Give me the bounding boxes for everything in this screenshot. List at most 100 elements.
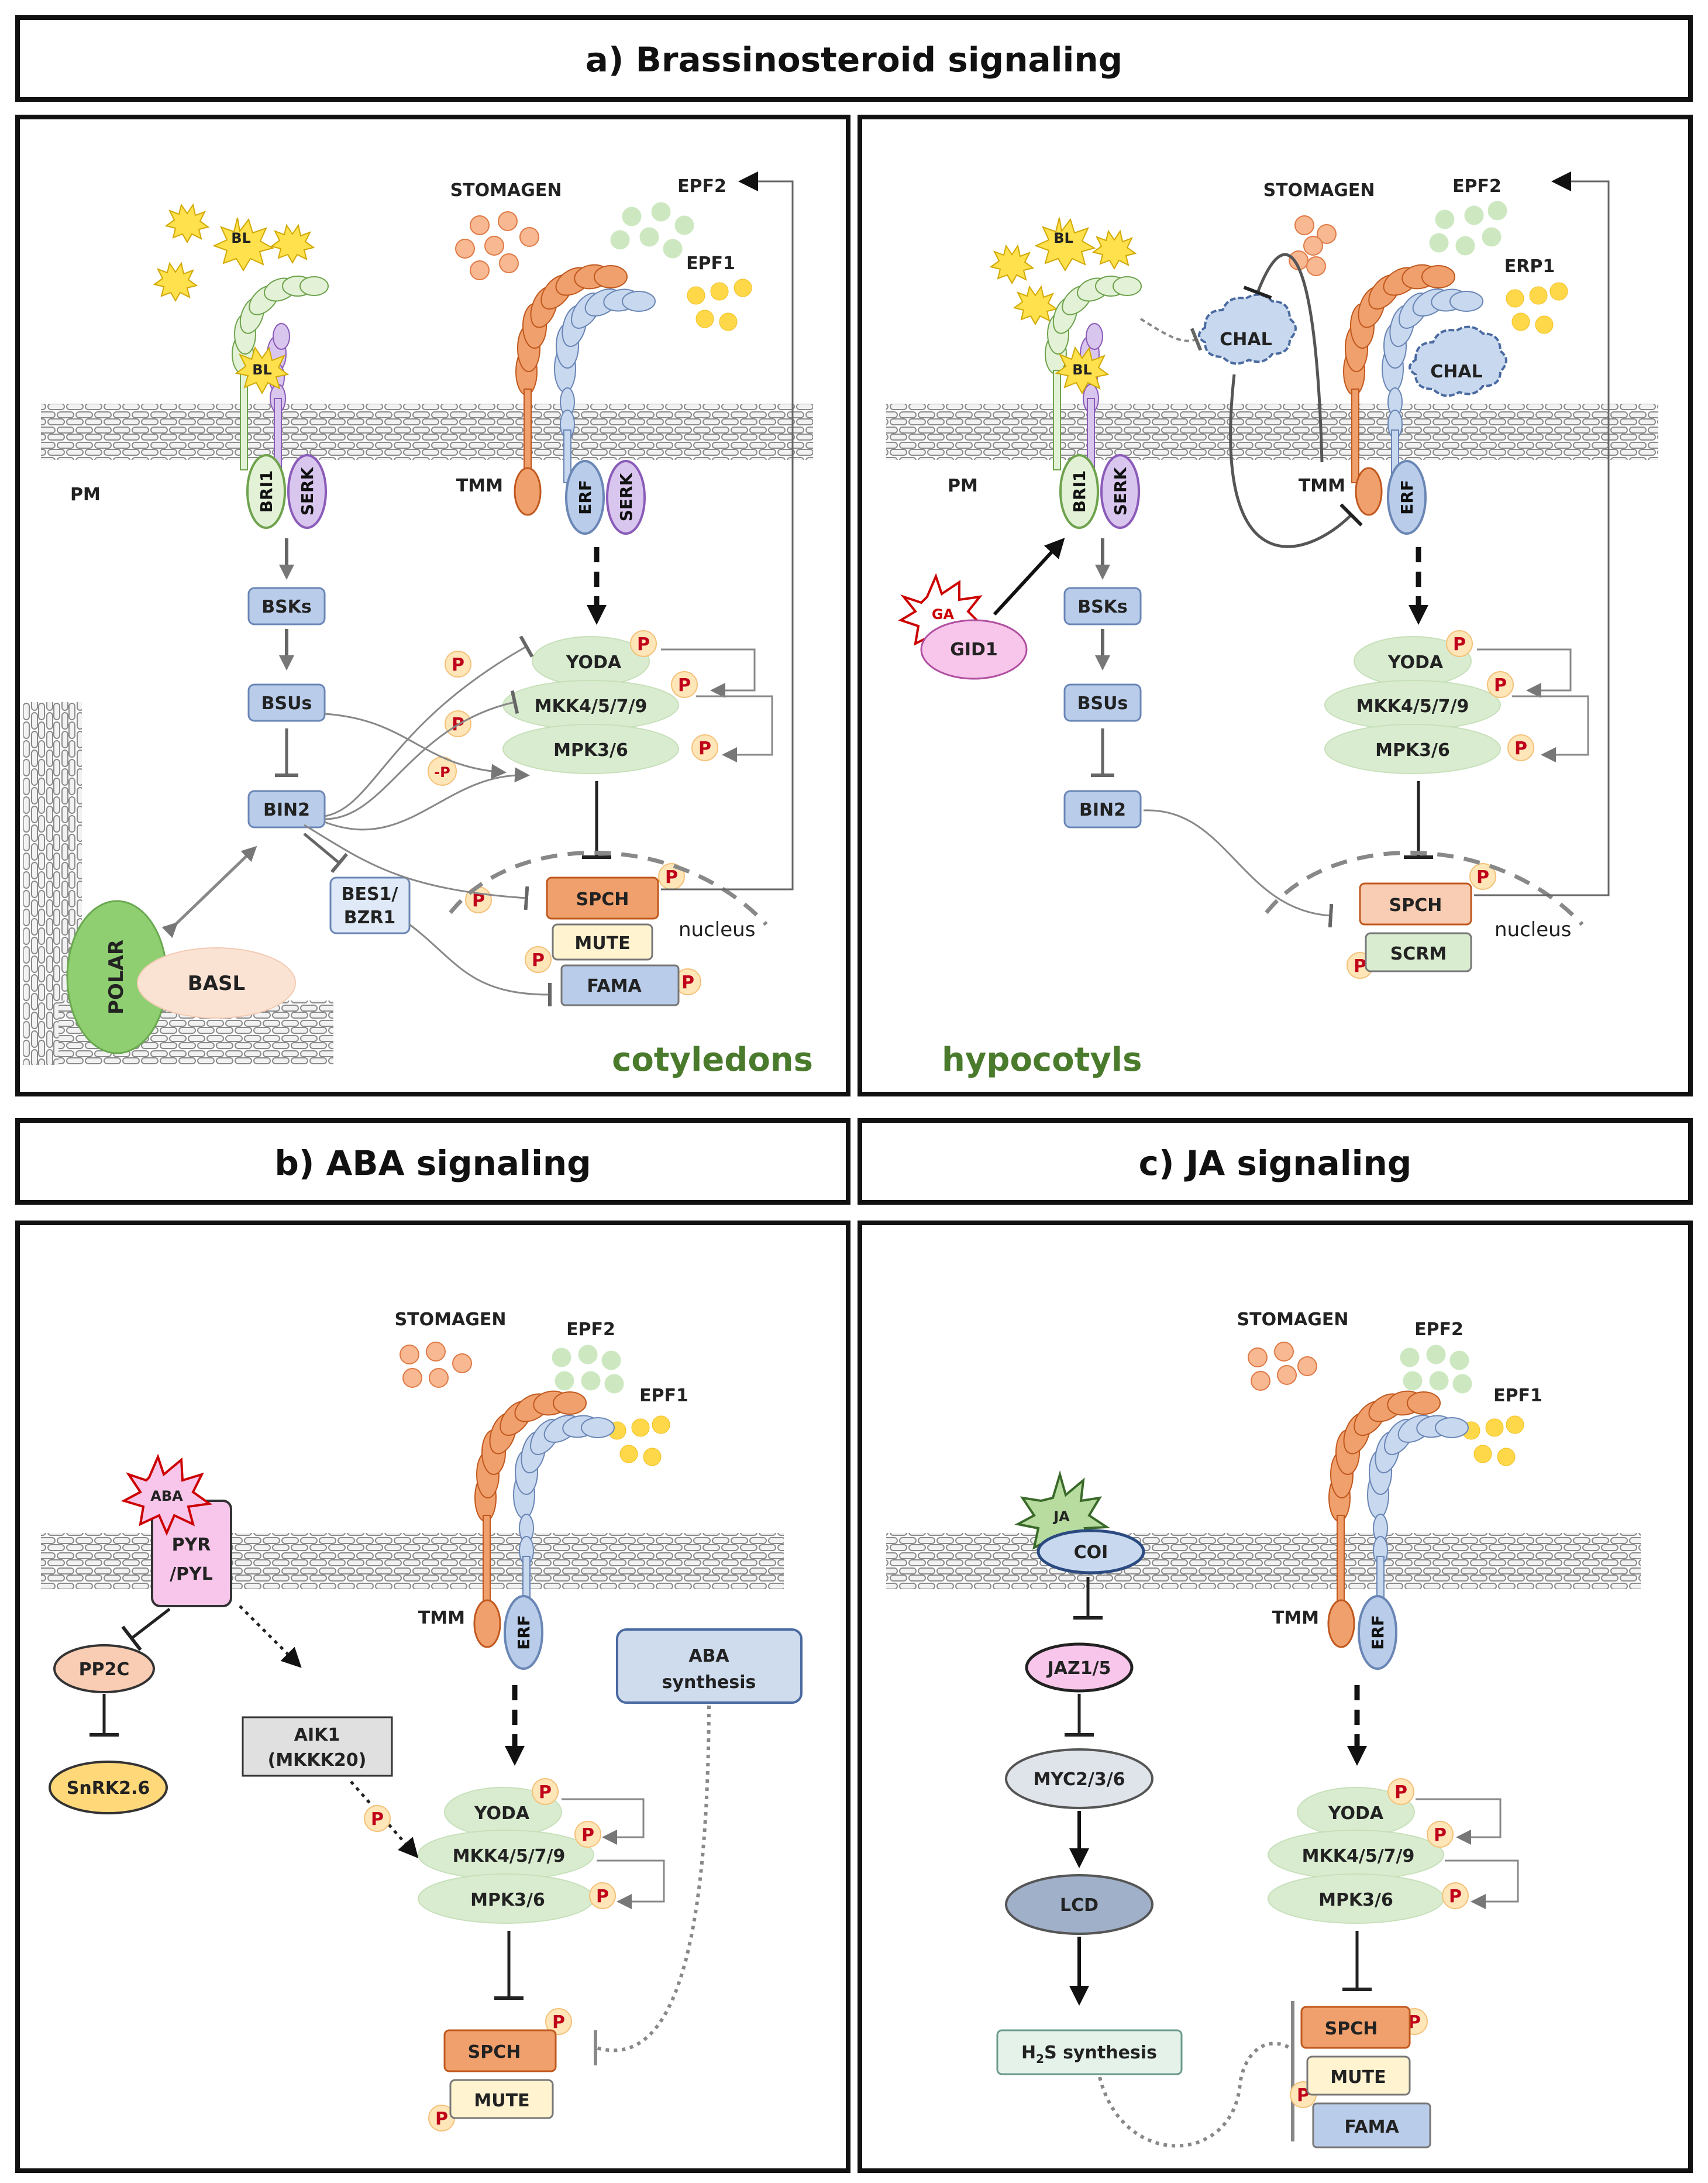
h2s-synthesis-node xyxy=(996,2029,1183,2075)
cotyledons-label: cotyledons xyxy=(612,1041,813,1079)
svg-text:P: P xyxy=(532,950,545,971)
erf-label-2: ERF xyxy=(1397,480,1417,515)
mapk-feedback-4 xyxy=(1416,1798,1519,1909)
bes1-bzr1-node xyxy=(329,876,411,934)
feedback-to-epf2 xyxy=(661,171,794,891)
bin2-bsu-connections xyxy=(304,635,552,1007)
ja-label: JA xyxy=(1052,1508,1070,1525)
chal-node xyxy=(1198,293,1297,365)
mpk-label-2: MPK3/6 xyxy=(1375,740,1450,761)
bl-bound-2 xyxy=(1055,346,1110,395)
svg-text:P: P xyxy=(552,2012,565,2033)
chal-label-2: CHAL xyxy=(1430,362,1482,382)
svg-text:P: P xyxy=(1476,867,1489,888)
ga-label: GA xyxy=(932,606,955,623)
svg-text:P: P xyxy=(452,655,464,675)
phospho-aik1 xyxy=(364,1805,391,1832)
phospho-labels-3: P P P P P xyxy=(435,1782,609,2129)
bri1-kinase xyxy=(246,454,286,529)
epf2-label: EPF2 xyxy=(677,176,726,197)
panel-b-box xyxy=(15,1221,850,2173)
lcd-label: LCD xyxy=(1060,1895,1099,1916)
mute-node-4 xyxy=(1306,2055,1411,2096)
polar-label: POLAR xyxy=(105,940,128,1015)
snrk-label: SnRK2.6 xyxy=(67,1778,150,1799)
tmm-label-4: TMM xyxy=(1272,1608,1319,1628)
bin2-node-2 xyxy=(1063,790,1142,828)
bl-sun xyxy=(212,217,274,271)
pyr-label: PYR xyxy=(172,1535,211,1555)
stomagen-label: STOMAGEN xyxy=(450,180,562,201)
panel-a-hypocotyls: PM BL BL BRI1 SERK GA GID1 BSKs BSUs BIN… xyxy=(886,171,1658,1079)
spch-node-2 xyxy=(1359,882,1472,926)
bzr1-label: BZR1 xyxy=(344,907,396,928)
svg-text:P: P xyxy=(698,738,711,759)
epf1-peptides xyxy=(687,279,752,331)
aba-synthesis-label-2: synthesis xyxy=(662,1672,756,1693)
feedback-to-epf2-2 xyxy=(1474,171,1610,896)
mute-label-3: MUTE xyxy=(474,2091,529,2111)
svg-text:P: P xyxy=(665,867,678,888)
panel-a-left-box xyxy=(15,115,850,1096)
epf2-label-2: EPF2 xyxy=(1452,176,1502,197)
bl-sun xyxy=(270,224,315,264)
stomagen-peptides xyxy=(455,211,539,280)
epf1-peptides-3 xyxy=(608,1415,670,1466)
spch-label: SPCH xyxy=(576,889,629,910)
spch-label-4: SPCH xyxy=(1325,2019,1378,2039)
bri1-label-2: BRI1 xyxy=(1070,470,1089,513)
panel-a-title: a) Brassinosteroid signaling xyxy=(586,40,1122,80)
svg-text:P: P xyxy=(435,2109,448,2129)
pyl-label: /PYL xyxy=(170,1564,213,1584)
tmm-label-2: TMM xyxy=(1299,476,1345,496)
tmm-node-3 xyxy=(473,1599,501,1648)
stomagen-label-4: STOMAGEN xyxy=(1237,1309,1349,1330)
bsks-label: BSKs xyxy=(261,597,312,617)
svg-text:P: P xyxy=(1394,1782,1407,1803)
basl-label: BASL xyxy=(188,972,245,995)
svg-text:P: P xyxy=(637,634,650,655)
stomagen-peptides-3 xyxy=(400,1342,472,1388)
erf-label-4: ERF xyxy=(1368,1615,1387,1650)
svg-text:P: P xyxy=(472,891,485,911)
mute-label-4: MUTE xyxy=(1330,2067,1386,2088)
mkkk20-label: (MKKK20) xyxy=(268,1750,367,1771)
bl-bound xyxy=(235,346,290,395)
panel-c-box xyxy=(858,1221,1693,2173)
coi-node xyxy=(1036,1529,1145,1574)
bl-sun xyxy=(153,262,198,302)
stomagen-peptides-2 xyxy=(1289,215,1337,276)
bl-label: BL xyxy=(231,230,251,246)
svg-text:P: P xyxy=(1494,675,1507,696)
spch-node-3 xyxy=(443,2029,557,2072)
plasma-membrane-4 xyxy=(886,1533,1641,1589)
epf1-peptides-2 xyxy=(1506,282,1568,334)
serk-label-2: SERK xyxy=(617,472,636,521)
stomagen-label-3: STOMAGEN xyxy=(395,1309,507,1330)
panel-c-title-box xyxy=(858,1118,1693,1205)
panel-c-ja: STOMAGEN EPF2 EPF1 TMM ERF JA COI JAZ1/5… xyxy=(886,1309,1641,2148)
tmm-node-2 xyxy=(1355,467,1383,516)
myc-node xyxy=(1005,1748,1153,1809)
bes1-label: BES1/ xyxy=(342,884,398,905)
pp2c-label: PP2C xyxy=(79,1659,130,1680)
mpk-label: MPK3/6 xyxy=(553,740,628,761)
svg-text:P: P xyxy=(581,1825,594,1845)
gid1-node xyxy=(920,619,1028,680)
phospho-marks-2 xyxy=(1347,630,1534,979)
fama-label: FAMA xyxy=(587,976,642,996)
epf2-label-3: EPF2 xyxy=(566,1319,615,1340)
spch-label-2: SPCH xyxy=(1389,895,1442,916)
phospho-labels: P P P P P -P P P P P xyxy=(434,634,711,993)
spch-node xyxy=(546,876,659,920)
mapk-feedback xyxy=(661,648,773,762)
yoda-label-4: YODA xyxy=(1328,1803,1384,1824)
mkk-label-3: MKK4/5/7/9 xyxy=(453,1846,566,1866)
mute-label: MUTE xyxy=(574,933,630,954)
panel-b-aba: STOMAGEN EPF2 EPF1 TMM ERF ABA PYR /PYL … xyxy=(41,1309,803,2132)
bri1-label: BRI1 xyxy=(257,470,276,513)
epf1-peptides-4 xyxy=(1462,1415,1524,1466)
svg-text:P: P xyxy=(1297,2085,1310,2106)
inhibit-pyr-pp2c xyxy=(121,1608,171,1651)
